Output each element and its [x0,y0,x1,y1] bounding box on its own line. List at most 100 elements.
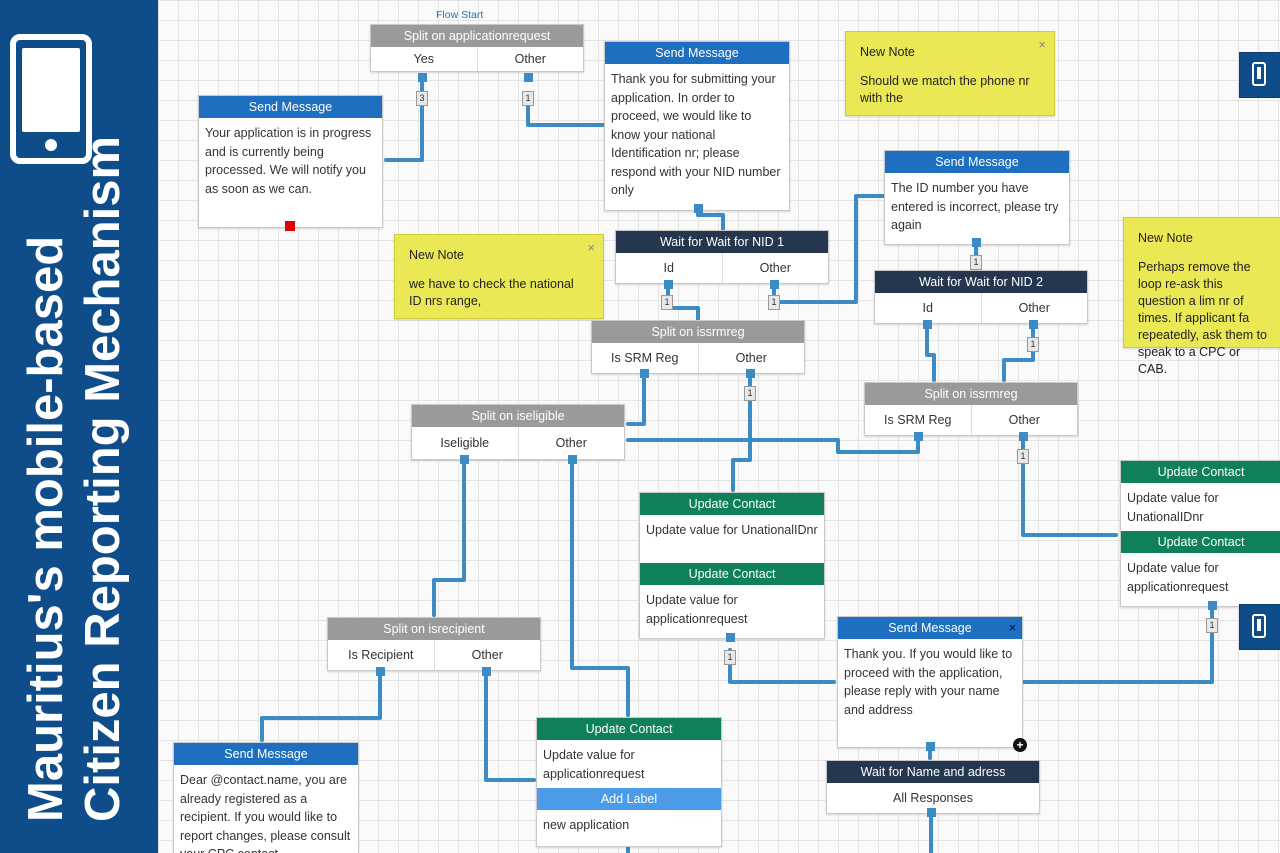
wire-wait2-other-to-split-srm2 [1002,323,1035,382]
exit-other[interactable]: Other [970,405,1078,435]
split-issrmreg-node-1[interactable]: Split on issrmreg Is SRM Reg Other [591,320,805,374]
wire-srm2-other-to-update-c [1021,434,1118,537]
wire-recipient-is-to-registered [260,670,382,742]
close-icon[interactable]: × [587,240,595,255]
wire-update-b-to-proceed [728,648,836,684]
send-message-thanks-node[interactable]: Send Message Thank you for submitting yo… [604,41,790,211]
split-iseligible-node[interactable]: Split on iseligible Iseligible Other [411,404,625,460]
wire-eligible-other-to-update-e [570,458,630,717]
wait-nid1-node[interactable]: Wait for Wait for NID 1 Id Other [615,230,829,284]
count-badge: 1 [744,386,756,401]
exit-is-srm-reg[interactable]: Is SRM Reg [884,413,952,427]
node-header: Split on issrmreg [592,321,804,343]
flow-canvas[interactable]: Flow Start Split on applicationrequest Y… [158,0,1280,853]
exit-all-responses[interactable]: All Responses [893,791,973,805]
node-header: Update Contact [537,718,721,740]
wire-yes-to-in-progress [384,78,424,162]
note-nid-range[interactable]: × New Note we have to check the national… [394,234,604,319]
update-contact-node-e[interactable]: Update Contact Update value for applicat… [536,717,722,847]
exit-handle[interactable] [664,280,673,289]
exit-other[interactable]: Other [697,343,805,373]
exit-is-recipient[interactable]: Is Recipient [348,648,414,662]
banner-title: Mauritius's mobile-based Citizen Reporti… [0,135,158,822]
exit-handle[interactable] [694,204,703,213]
send-message-incorrect-node[interactable]: Send Message The ID number you have ente… [884,150,1070,245]
wait-name-address-node[interactable]: Wait for Name and adress All Responses [826,760,1040,814]
note-loop[interactable]: New Note Perhaps remove the loop re-ask … [1123,217,1280,376]
exit-handle[interactable] [640,369,649,378]
node-header: Send Message [174,743,358,765]
exit-handle[interactable] [1019,432,1028,441]
send-message-registered-node[interactable]: Send Message Dear @contact.name, you are… [173,742,359,853]
banner-title-line2: Citizen Reporting Mechanism [76,135,130,822]
wire-update-d-to-proceed [1022,604,1214,684]
exit-handle[interactable] [926,742,935,751]
close-icon[interactable]: × [1038,37,1046,52]
exit-handle[interactable] [746,369,755,378]
error-marker [285,221,295,231]
exit-is-srm-reg[interactable]: Is SRM Reg [611,351,679,365]
node-title: Send Message [888,621,972,635]
exit-other[interactable]: Other [517,427,625,459]
exit-yes[interactable]: Yes [413,52,434,66]
add-action-icon[interactable]: + [1013,738,1027,752]
exit-handle[interactable] [770,280,779,289]
exit-handle[interactable] [923,320,932,329]
exit-handle[interactable] [460,455,469,464]
action-text: Update value for applicationrequest [646,593,748,626]
wire-eligible-is-to-recipient [432,458,466,617]
exit-id[interactable]: Id [922,301,933,315]
exit-handle[interactable] [568,455,577,464]
exit-other[interactable]: Other [721,253,829,283]
exit-handle[interactable] [972,238,981,247]
note-text: we have to check the national ID nrs ran… [409,277,574,308]
wire-recipient-other-to-update-e [484,670,536,782]
node-header: Split on isrecipient [328,618,540,640]
action-text: new application [543,818,630,832]
flow-start-label: Flow Start [436,9,484,21]
exit-handle[interactable] [524,73,533,82]
message-text: The ID number you have entered is incorr… [891,181,1059,232]
phone-icon [10,34,92,164]
exit-handle[interactable] [376,667,385,676]
node-header: Send Message [605,42,789,64]
split-issrmreg-node-2[interactable]: Split on issrmreg Is SRM Reg Other [864,382,1078,436]
wait-nid2-node[interactable]: Wait for Wait for NID 2 Id Other [874,270,1088,324]
exit-other[interactable]: Other [980,293,1088,323]
phone-icon[interactable] [1239,604,1280,650]
exit-handle[interactable] [726,633,735,642]
exit-handle[interactable] [927,808,936,817]
exit-other[interactable]: Other [433,640,541,670]
exit-handle[interactable] [1208,601,1217,610]
split-isrecipient-node[interactable]: Split on isrecipient Is Recipient Other [327,617,541,671]
exit-handle[interactable] [1029,320,1038,329]
phone-icon[interactable] [1239,52,1280,98]
message-text: Your application is in progress and is c… [205,126,372,196]
message-text: Dear @contact.name, you are already regi… [180,773,351,853]
send-message-proceed-node[interactable]: Send Message × Thank you. If you would l… [837,616,1023,748]
exit-handle[interactable] [914,432,923,441]
node-header: Split on applicationrequest [371,25,583,47]
wire-wait2-id-to-split-srm2 [925,323,936,382]
count-badge: 1 [1027,337,1039,352]
send-message-in-progress-node[interactable]: Send Message Your application is in prog… [198,95,383,228]
note-text: Perhaps remove the loop re-ask this ques… [1138,260,1268,376]
sidebar-banner: Mauritius's mobile-based Citizen Reporti… [0,0,158,853]
update-contact-node-c[interactable]: Update Contact Update value for Unationa… [1120,460,1280,607]
exit-handle[interactable] [482,667,491,676]
split-applicationrequest-node[interactable]: Split on applicationrequest Yes Other [370,24,584,72]
action-text: Update value for UnationalIDnr [646,523,818,537]
action-text: Update value for applicationrequest [1127,561,1229,594]
exit-other[interactable]: Other [476,47,584,71]
close-icon[interactable]: × [1008,621,1016,635]
note-phone-match[interactable]: × New Note Should we match the phone nr … [845,31,1055,116]
wire-srm2-is-to-eligible [626,434,920,454]
note-title: New Note [409,248,464,262]
exit-id[interactable]: Id [663,261,674,275]
count-badge: 1 [1206,618,1218,633]
update-contact-node-a[interactable]: Update Contact Update value for Unationa… [639,492,825,639]
banner-title-line1: Mauritius's mobile-based [19,235,73,822]
exit-handle[interactable] [418,73,427,82]
count-badge: 1 [768,295,780,310]
exit-iseligible[interactable]: Iseligible [440,436,490,450]
